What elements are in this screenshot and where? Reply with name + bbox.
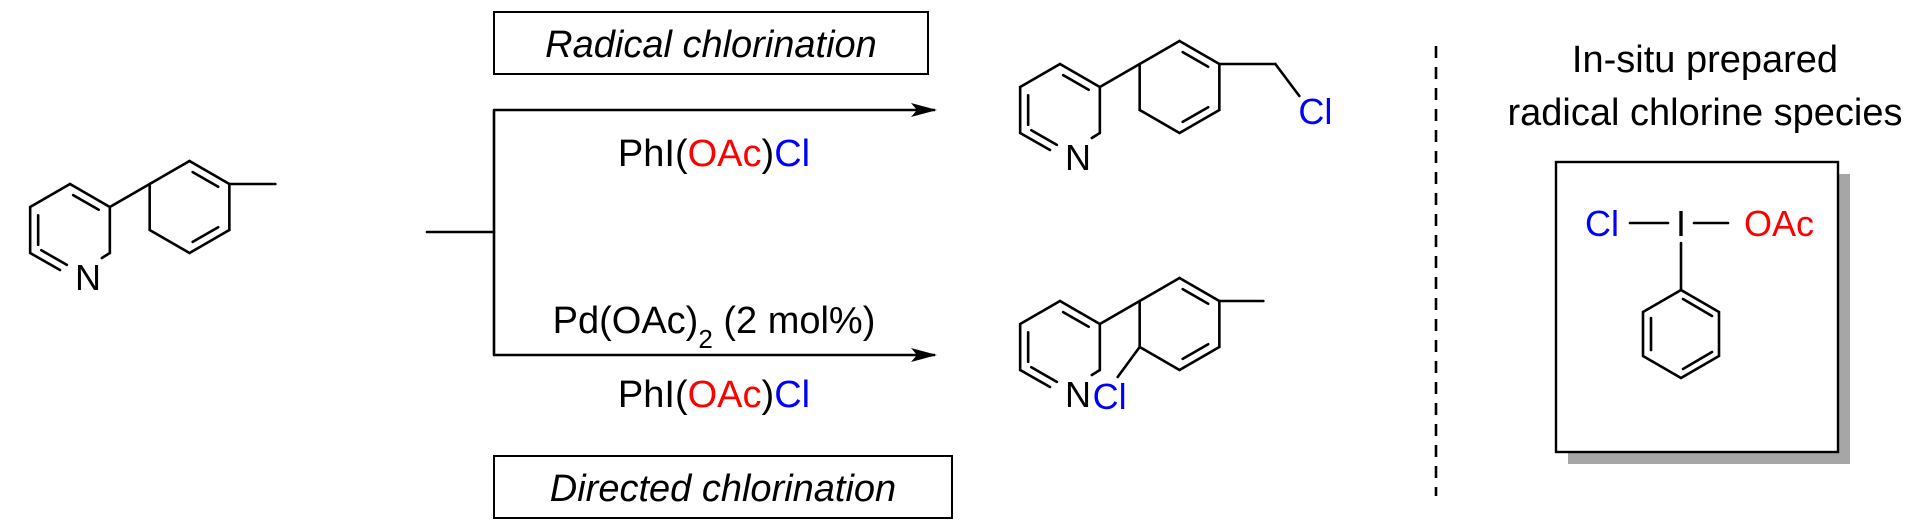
bond	[28, 251, 62, 272]
bond	[1018, 62, 1062, 89]
bond	[148, 159, 191, 186]
bond	[108, 182, 151, 209]
reaction-arrows	[425, 103, 937, 362]
bond	[1178, 345, 1221, 372]
bond	[1090, 131, 1102, 140]
bond	[1030, 365, 1059, 384]
bond	[188, 159, 231, 186]
bond	[1181, 287, 1210, 306]
bond	[188, 228, 231, 255]
atom-cl: Cl	[1298, 91, 1332, 132]
bond	[1098, 62, 1141, 89]
bond	[191, 170, 220, 189]
radical-product-drawn: N Cl	[1018, 39, 1332, 178]
bond	[1178, 39, 1221, 66]
bond	[1138, 39, 1181, 66]
bond	[1030, 128, 1059, 147]
bond	[100, 251, 112, 260]
bond	[40, 248, 69, 267]
atom-n: N	[1065, 137, 1091, 178]
bond	[1178, 108, 1221, 135]
starting-material-drawn: N	[28, 159, 277, 298]
bond	[1090, 368, 1102, 377]
directed-condition-title: Directed chlorination	[550, 468, 896, 510]
species-title-line2: radical chlorine species	[1508, 92, 1903, 134]
bond	[1098, 299, 1141, 326]
bond	[1138, 345, 1181, 372]
atom-n: N	[1065, 374, 1091, 415]
radical-reagent: PhI(OAc)Cl	[618, 133, 810, 175]
bond	[1061, 310, 1090, 329]
radical-condition-box	[493, 11, 929, 75]
bond	[1018, 131, 1052, 152]
bond	[1018, 299, 1062, 326]
bond	[1058, 299, 1102, 326]
bond	[28, 182, 72, 209]
species-structure: Cl I OAc	[1585, 203, 1814, 380]
bond	[1018, 368, 1052, 389]
bond	[1058, 62, 1102, 89]
atom-cl: Cl	[1093, 376, 1127, 417]
bond	[1181, 105, 1210, 124]
directed-condition-box	[493, 455, 953, 519]
radical-condition-title: Radical chlorination	[545, 24, 877, 66]
species-i: I	[1676, 203, 1686, 244]
bond	[1138, 276, 1181, 303]
species-title-line1: In-situ prepared	[1572, 39, 1838, 81]
bond	[191, 225, 220, 244]
bond	[1181, 50, 1210, 69]
bond	[1116, 345, 1141, 379]
bond	[71, 193, 100, 212]
bond	[68, 182, 112, 209]
species-cl: Cl	[1585, 203, 1619, 244]
bond	[1181, 342, 1210, 361]
bond	[1061, 73, 1090, 92]
species-oac: OAc	[1744, 203, 1814, 244]
bond	[1138, 108, 1181, 135]
bond	[1274, 62, 1301, 98]
directed-reagent: PhI(OAc)Cl	[618, 374, 810, 416]
directed-catalyst: Pd(OAc)2 (2 mol%)	[553, 300, 876, 354]
bond	[1178, 276, 1221, 303]
bond	[148, 228, 191, 255]
atom-n: N	[75, 257, 101, 298]
